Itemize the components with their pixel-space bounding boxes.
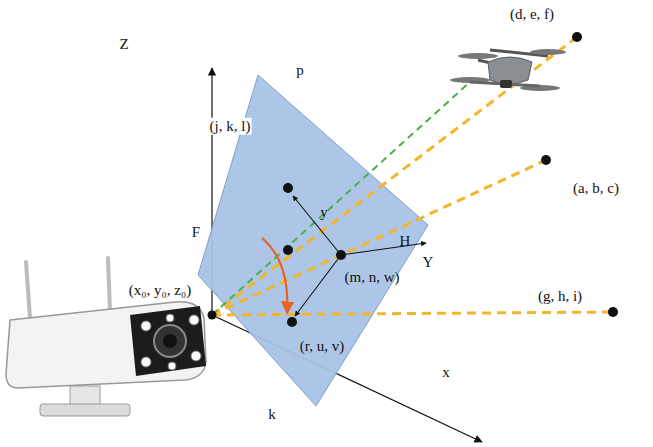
- ray-line: [212, 312, 613, 315]
- plane-arrow: [295, 255, 341, 316]
- point-label: y: [320, 204, 328, 221]
- point-dots: [208, 32, 619, 327]
- plane-arrow: [341, 243, 426, 255]
- point-label: (m, n, w): [345, 269, 400, 286]
- point-label: (g, h, i): [538, 288, 582, 305]
- point-label: k: [268, 406, 276, 423]
- ray-line: [212, 160, 546, 315]
- point-label: (d, e, f): [510, 6, 554, 23]
- point-label: Z: [119, 36, 128, 53]
- camera-picture: [6, 258, 206, 416]
- image-plane: [198, 75, 428, 406]
- plane-arrow: [293, 196, 341, 255]
- point-label: (x₀, y₀, z₀): [129, 282, 191, 299]
- point-label: H: [400, 233, 411, 250]
- drone-picture: [450, 49, 566, 91]
- ray-line: [212, 37, 577, 315]
- point-label: (a, b, c): [573, 180, 619, 197]
- point-label: F: [192, 224, 200, 241]
- point-label: x: [442, 364, 450, 381]
- point-label: p: [296, 62, 304, 79]
- point-label: Y: [423, 254, 434, 271]
- point-label: (r, u, v): [300, 338, 344, 355]
- point-label: (j, k, l): [209, 118, 252, 135]
